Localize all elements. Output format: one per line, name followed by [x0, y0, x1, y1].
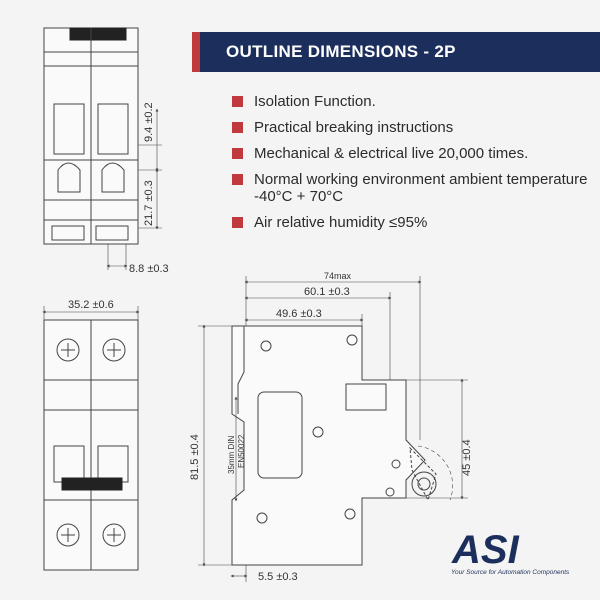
feature-text: Air relative humidity ≤95% — [254, 214, 428, 231]
dim-35-2: 35.2 ±0.6 — [68, 299, 114, 311]
dim-8-8: 8.8 ±0.3 — [129, 263, 169, 275]
feature-text: Mechanical & electrical live 20,000 time… — [254, 145, 529, 162]
feature-item: Practical breaking instructions — [232, 119, 592, 136]
feature-text: Normal working environment ambient tempe… — [254, 171, 588, 205]
dim-21-7: 21.7 ±0.3 — [143, 180, 155, 226]
square-bullet-icon — [232, 148, 243, 159]
feature-item: Normal working environment ambient tempe… — [232, 171, 592, 205]
dim-49-6: 49.6 ±0.3 — [276, 308, 322, 320]
asi-logo: ASI — [451, 528, 520, 572]
dim-81-5: 81.5 ±0.4 — [189, 434, 201, 480]
dim-74max: 74max — [324, 271, 352, 281]
dim-45: 45 ±0.4 — [461, 439, 473, 476]
title-banner — [192, 32, 600, 72]
din-standard-label: EN50022 — [237, 434, 246, 468]
feature-list: Isolation Function. Practical breaking i… — [232, 93, 592, 240]
square-bullet-icon — [232, 96, 243, 107]
title-accent-stripe — [192, 32, 200, 72]
top-view-drawing — [43, 27, 162, 270]
square-bullet-icon — [232, 122, 243, 133]
dim-9-4: 9.4 ±0.2 — [143, 102, 155, 142]
square-bullet-icon — [232, 217, 243, 228]
din-rail-label: 35mm DIN — [227, 436, 236, 474]
feature-text: Practical breaking instructions — [254, 119, 454, 136]
square-bullet-icon — [232, 174, 243, 185]
page-title: OUTLINE DIMENSIONS - 2P — [226, 42, 456, 61]
logo-tagline: Your Source for Automation Components — [451, 569, 570, 576]
logo-wordmark: ASI — [451, 528, 520, 572]
feature-item: Isolation Function. — [232, 93, 592, 110]
dim-5-5: 5.5 ±0.3 — [258, 571, 298, 583]
front-view-drawing — [42, 306, 140, 571]
feature-item: Air relative humidity ≤95% — [232, 214, 592, 231]
feature-text: Isolation Function. — [254, 93, 376, 110]
dim-60-1: 60.1 ±0.3 — [304, 286, 350, 298]
feature-item: Mechanical & electrical live 20,000 time… — [232, 145, 592, 162]
side-view-drawing — [198, 276, 468, 582]
